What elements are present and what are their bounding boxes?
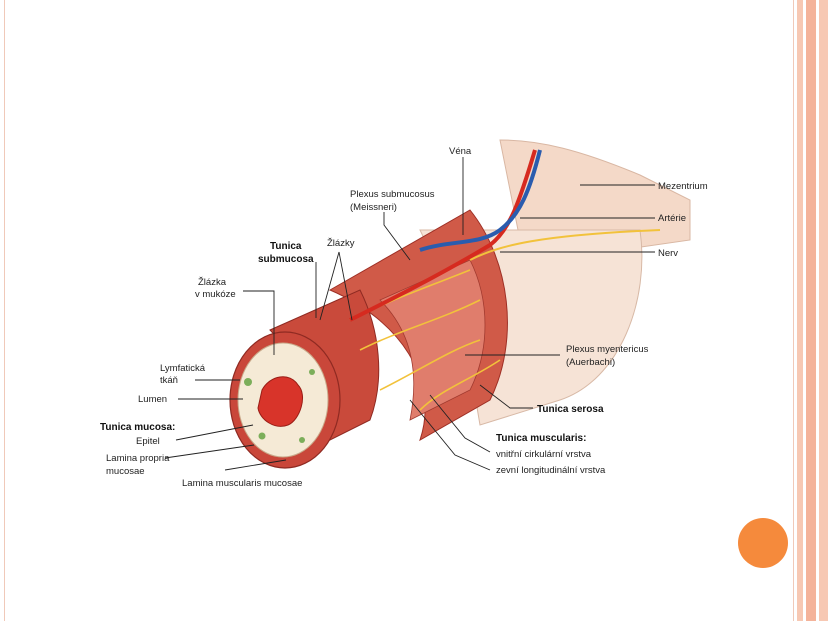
lymphatic-tissue	[258, 432, 266, 440]
label-tunica-submucosa-2: submucosa	[258, 254, 314, 265]
side-decoration-bar	[806, 0, 816, 621]
lymphatic-tissue	[309, 369, 315, 375]
label-tunica-submucosa: Tunica	[270, 241, 302, 252]
lumen	[257, 376, 303, 427]
vein	[419, 149, 542, 252]
label-lamina-muscularis: Lamina muscularis mucosae	[182, 478, 302, 489]
artery	[349, 149, 537, 322]
label-lymfaticka-2: tkáň	[160, 375, 178, 386]
label-lymfaticka: Lymfatická	[160, 363, 206, 374]
lymphatic-tissue	[244, 378, 252, 386]
slide-frame	[4, 0, 794, 621]
label-nerv: Nerv	[658, 248, 678, 259]
side-decoration-bar	[819, 0, 828, 621]
muscularis-cutaway	[379, 259, 486, 421]
label-lamina-propria-2: mucosae	[106, 466, 145, 477]
label-plexus-submucosus-sub: (Meissneri)	[350, 202, 397, 213]
nerve	[469, 229, 661, 261]
label-lumen: Lumen	[138, 394, 167, 405]
label-tunica-serosa: Tunica serosa	[537, 404, 604, 415]
label-lamina-propria: Lamina propria	[106, 453, 170, 464]
label-lines	[164, 157, 655, 471]
label-plexus-submucosus: Plexus submucosus	[350, 189, 435, 200]
label-plexus-myentericus-2: (Auerbachi)	[566, 357, 615, 368]
lymphatic-tissue	[299, 437, 305, 443]
label-tunica-muscularis: Tunica muscularis:	[496, 433, 586, 444]
label-arterie: Artérie	[658, 213, 686, 224]
side-decoration-bar	[797, 0, 803, 621]
label-vena: Véna	[449, 146, 472, 157]
nerve-plexus	[349, 269, 501, 411]
label-plexus-myentericus: Plexus myentericus	[566, 344, 649, 355]
label-tunica-mucosa: Tunica mucosa:	[100, 422, 175, 433]
label-vnitrni-vrstva: vnitřní cirkulární vrstva	[496, 449, 592, 460]
label-zlazka: Žlázka	[198, 277, 227, 288]
label-mezentrium: Mezentrium	[658, 181, 708, 192]
label-zevni-vrstva: zevní longitudinální vrstva	[496, 465, 606, 476]
label-zlazky: Žlázky	[327, 238, 355, 249]
label-epitel: Epitel	[136, 436, 160, 447]
slide-accent-dot	[738, 518, 788, 568]
label-zlazka-2: v mukóze	[195, 289, 236, 300]
